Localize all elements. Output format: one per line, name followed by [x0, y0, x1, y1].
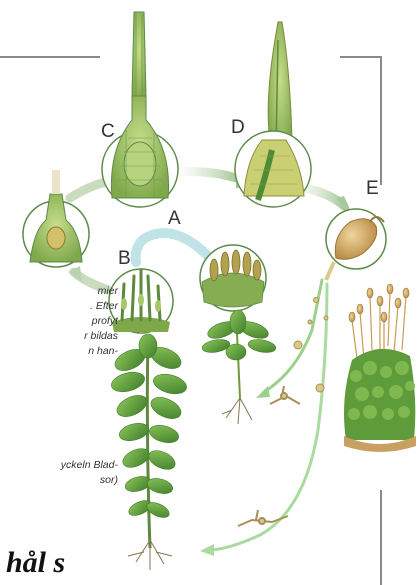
female-gametophyte-plant: [109, 334, 189, 570]
label-a: A: [168, 208, 181, 229]
label-d: D: [231, 117, 245, 138]
circle-c-archegonium: [102, 96, 178, 207]
label-c: C: [101, 121, 115, 142]
male-gametophyte-plant: [201, 310, 277, 424]
arrow-c-to-d: [178, 172, 236, 178]
page-heading-fragment: hål s: [6, 546, 65, 580]
arrow-spore-path-head: [200, 544, 214, 556]
caption-line: mier: [0, 284, 118, 299]
moss-colony: [344, 284, 416, 452]
label-b: B: [118, 248, 131, 269]
caption-line: profyt: [0, 314, 118, 329]
arrow-protonema-head: [256, 386, 270, 398]
caption-line: . Efter: [0, 299, 118, 314]
caption-line: yckeln Blad-: [0, 458, 118, 473]
caption-text-upper: mier . Efter profyt r bildas n han-: [0, 284, 118, 359]
caption-line: sor): [0, 473, 118, 488]
cycle-arrows: [68, 170, 352, 556]
circle-a-antheridia: [200, 245, 266, 311]
circle-d-young-sporophyte: [235, 131, 311, 207]
circle-b-archegonia-cluster: [109, 269, 173, 333]
caption-line: n han-: [0, 344, 118, 359]
label-e: E: [366, 178, 379, 199]
caption-line: r bildas: [0, 329, 118, 344]
arrow-protonema: [264, 280, 322, 392]
sporophyte-stalk-c: [132, 12, 146, 96]
arrow-a-sperm: [136, 233, 210, 262]
caption-text-lower: yckeln Blad- sor): [0, 458, 118, 488]
circle-left-fertilized: [23, 170, 89, 267]
circle-e-capsule: [326, 209, 386, 280]
